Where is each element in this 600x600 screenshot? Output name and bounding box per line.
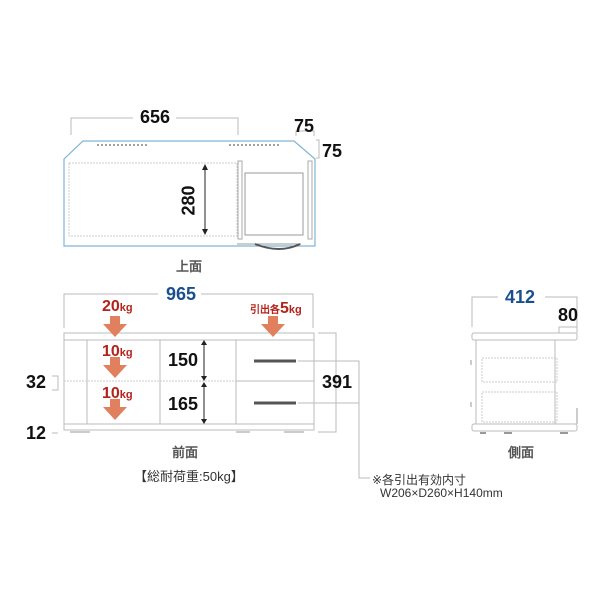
side-view-label: 側面	[508, 445, 535, 460]
load-arrows	[103, 316, 285, 420]
top-view-label: 上面	[176, 259, 203, 274]
arrow-down-icon	[261, 316, 285, 337]
shelf-height-upper: 150	[168, 350, 199, 370]
side-view-drawing	[470, 296, 578, 434]
side-overhang-dim: 80	[558, 305, 579, 325]
total-load-note: 【総耐荷重:50kg】	[134, 469, 244, 484]
top-corner-dim-h: 75	[294, 116, 315, 136]
left-dim-32: 32	[26, 372, 47, 392]
arrow-down-icon	[103, 399, 127, 420]
front-height-dim: 391	[322, 372, 353, 392]
drawer-note-line2: W206×D260×H140mm	[380, 486, 503, 500]
drawer-note-line1: ※各引出有効内寸	[372, 473, 467, 487]
shelf-height-lower: 165	[168, 394, 199, 414]
arrow-down-icon	[103, 316, 127, 337]
left-dim-12: 12	[26, 423, 47, 443]
shelf-load-label: 10kg	[102, 385, 133, 402]
side-depth-dim: 412	[505, 287, 536, 307]
arrow-down-icon	[103, 357, 127, 378]
front-width-dim: 965	[166, 284, 197, 304]
shelf-load-label: 10kg	[102, 343, 133, 360]
front-view-drawing	[52, 293, 370, 479]
top-load-label: 20kg	[102, 298, 133, 315]
drawer-load-label: 引出各5kg	[250, 300, 302, 317]
top-view-drawing	[63, 117, 320, 250]
front-view-label: 前面	[172, 445, 199, 460]
top-corner-dim-v: 75	[322, 141, 343, 161]
top-depth-dim: 280	[178, 185, 199, 216]
top-width-dim: 656	[140, 107, 171, 127]
